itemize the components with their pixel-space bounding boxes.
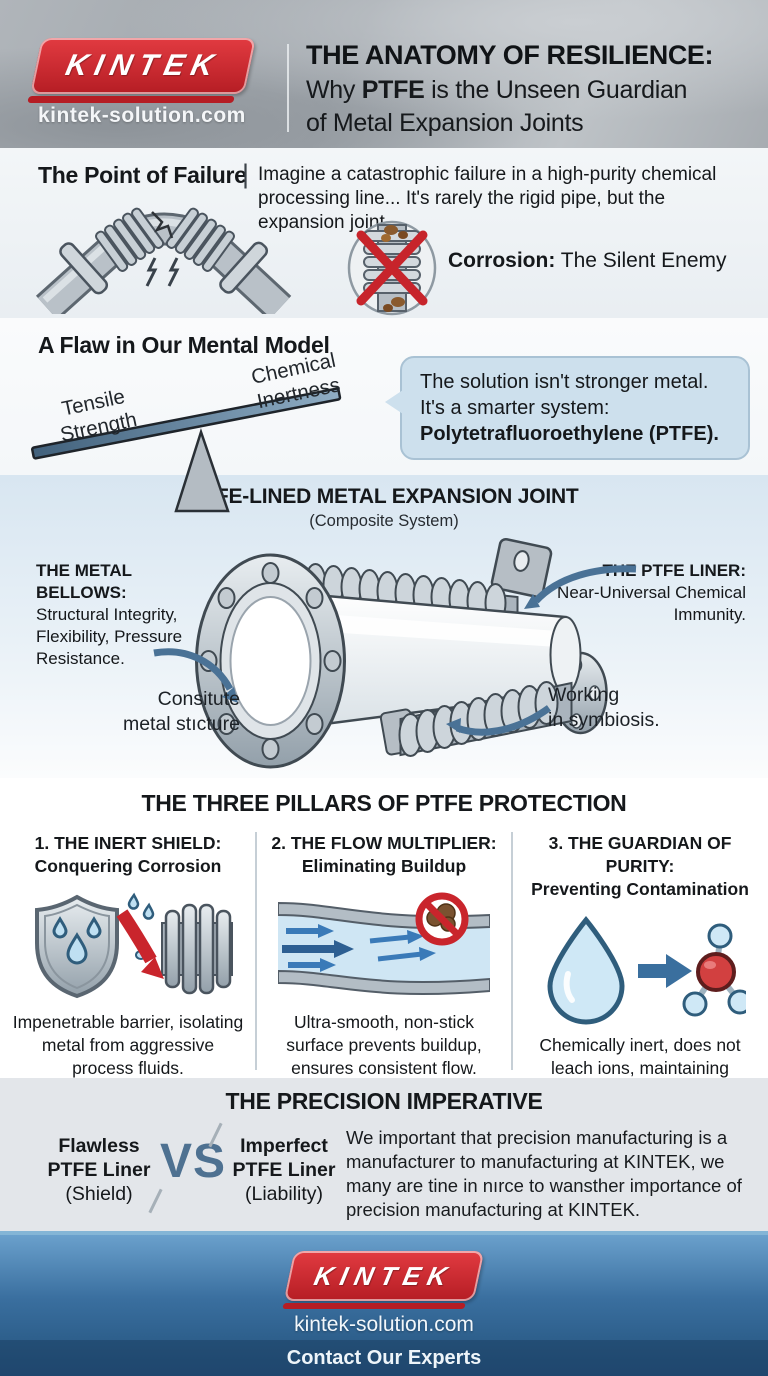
contact-experts-link[interactable]: Contact Our Experts	[286, 1347, 482, 1369]
curved-arrow-down-left-icon	[524, 565, 637, 609]
header-website-link[interactable]: kintek-solution.com	[38, 104, 246, 127]
footer-website-link[interactable]: kintek-solution.com	[294, 1313, 474, 1336]
logo-swoosh	[282, 1303, 466, 1309]
molecule	[682, 923, 746, 1017]
pipe-flange-right	[219, 241, 269, 294]
logo-swoosh	[27, 96, 235, 103]
precision-paragraph: We important that precision manufacturin…	[346, 1127, 742, 1220]
section-precision-imperative: THE PRECISION IMPERATIVE Flawless PTFE L…	[0, 1078, 768, 1235]
bellows-ribs-right	[165, 207, 235, 272]
pillar-guardian-purity: 3. THE GUARDIAN OF PURITY: Preventing Co…	[522, 832, 758, 1103]
pillar-heading: 3. THE GUARDIAN OF PURITY: Preventing Co…	[531, 833, 749, 899]
flawless-liner-label: Flawless PTFE Liner (Shield)	[47, 1135, 151, 1205]
kintek-logo-text: KINTEK	[311, 1260, 457, 1291]
joint-title: PTFE-LINED METAL EXPANSION JOINT	[189, 485, 579, 508]
section-three-pillars: THE THREE PILLARS OF PTFE PROTECTION 1. …	[0, 778, 768, 1101]
header: KINTEK kintek-solution.com THE ANATOMY O…	[0, 0, 768, 148]
stress-bolt-icon	[167, 257, 180, 287]
header-divider	[287, 44, 289, 132]
red-arrow	[116, 909, 157, 964]
failure-description: Imagine a catastrophic failure in a high…	[258, 164, 717, 233]
arrow-right	[638, 954, 692, 988]
bellows-ribs-left	[95, 207, 165, 272]
red-x-icon	[356, 230, 428, 306]
pillar-inert-shield: 1. THE INERT SHIELD: Conquering Corrosio…	[10, 832, 246, 1080]
joint-subtitle: (Composite System)	[309, 512, 459, 530]
precision-title: THE PRECISION IMPERATIVE	[225, 1088, 543, 1114]
section-joint-diagram: PTFE-LINED METAL EXPANSION JOINT (Compos…	[0, 475, 768, 778]
pillars-title: THE THREE PILLARS OF PTFE PROTECTION	[141, 790, 627, 816]
ptfe-liner-callout: THE PTFE LINER: Near-Universal Chemical …	[557, 561, 746, 624]
shield-droplets-red-arrow-bellows-icon	[35, 892, 233, 999]
left-flange	[195, 553, 346, 769]
ptfe-lined-expansion-joint-cutaway-icon	[195, 538, 608, 769]
footer: KINTEK kintek-solution.com Contact Our E…	[0, 1235, 768, 1376]
vs-text: VS	[160, 1135, 227, 1188]
seesaw-fulcrum	[174, 428, 230, 513]
pillar-flow-multiplier: 2. THE FLOW MULTIPLIER: Eliminating Buil…	[266, 832, 502, 1080]
title-line1: THE ANATOMY OF RESILIENCE:	[306, 40, 714, 70]
unbalanced-seesaw-icon	[31, 387, 342, 513]
droplet	[547, 916, 625, 1025]
corrosion-label: Corrosion: The Silent Enemy	[448, 249, 727, 272]
cracked-bellows-elbow-pipe-icon	[35, 207, 292, 314]
right-note: Working in symbiosis.	[548, 684, 660, 731]
failure-heading: The Point of Failure	[38, 162, 247, 188]
title-line3: of Metal Expansion Joints	[306, 109, 584, 137]
left-note: Consitute metal stıcture	[122, 688, 240, 735]
title-line2: Why PTFE is the Unseen Guardian	[306, 76, 688, 104]
flow-arrows	[282, 924, 436, 972]
column-divider	[255, 832, 257, 1070]
smooth-pipe-flow-no-buildup-icon	[278, 892, 490, 996]
crack-icon	[151, 211, 174, 239]
section-mental-model: A Flaw in Our Mental Model Tensile Stren…	[0, 318, 768, 513]
kintek-logo: KINTEK	[283, 1251, 485, 1301]
solution-speech-bubble: The solution isn't stronger metal. It's …	[385, 356, 750, 460]
pillar-heading: 1. THE INERT SHIELD: Conquering Corrosio…	[34, 833, 222, 876]
metal-bellows-callout: THE METAL BELLOWS: Structural Integrity,…	[36, 561, 183, 668]
header-title: THE ANATOMY OF RESILIENCE: Why PTFE is t…	[306, 40, 758, 140]
kintek-logo-text: KINTEK	[62, 49, 224, 82]
pipe-flange-left	[59, 242, 109, 295]
heading-separator: |	[242, 159, 250, 189]
kintek-logo: KINTEK	[30, 38, 256, 94]
column-divider	[511, 832, 513, 1070]
imperfect-liner-label: Imperfect PTFE Liner (Liability)	[232, 1135, 336, 1205]
stress-bolt-icon	[145, 257, 158, 287]
droplets	[52, 916, 102, 965]
curved-arrow-right-icon	[153, 648, 238, 703]
pillar-heading: 2. THE FLOW MULTIPLIER: Eliminating Buil…	[271, 833, 497, 876]
curved-arrow-left-icon	[446, 705, 552, 736]
rust-patches	[381, 225, 408, 312]
model-heading: A Flaw in Our Mental Model	[38, 332, 330, 358]
section-point-of-failure: The Point of Failure | Imagine a catastr…	[0, 148, 768, 318]
footer-cta-band: Contact Our Experts	[0, 1340, 768, 1376]
corroded-bellows-red-x-icon	[347, 220, 437, 316]
droplet-arrow-molecule-icon	[547, 916, 746, 1025]
pillar-caption: Ultra-smooth, non-stick surface prevents…	[286, 1012, 482, 1078]
seesaw-beam	[31, 387, 342, 460]
no-buildup-icon	[415, 892, 469, 946]
pillar-caption: Impenetrable barrier, isolating metal fr…	[12, 1012, 244, 1078]
